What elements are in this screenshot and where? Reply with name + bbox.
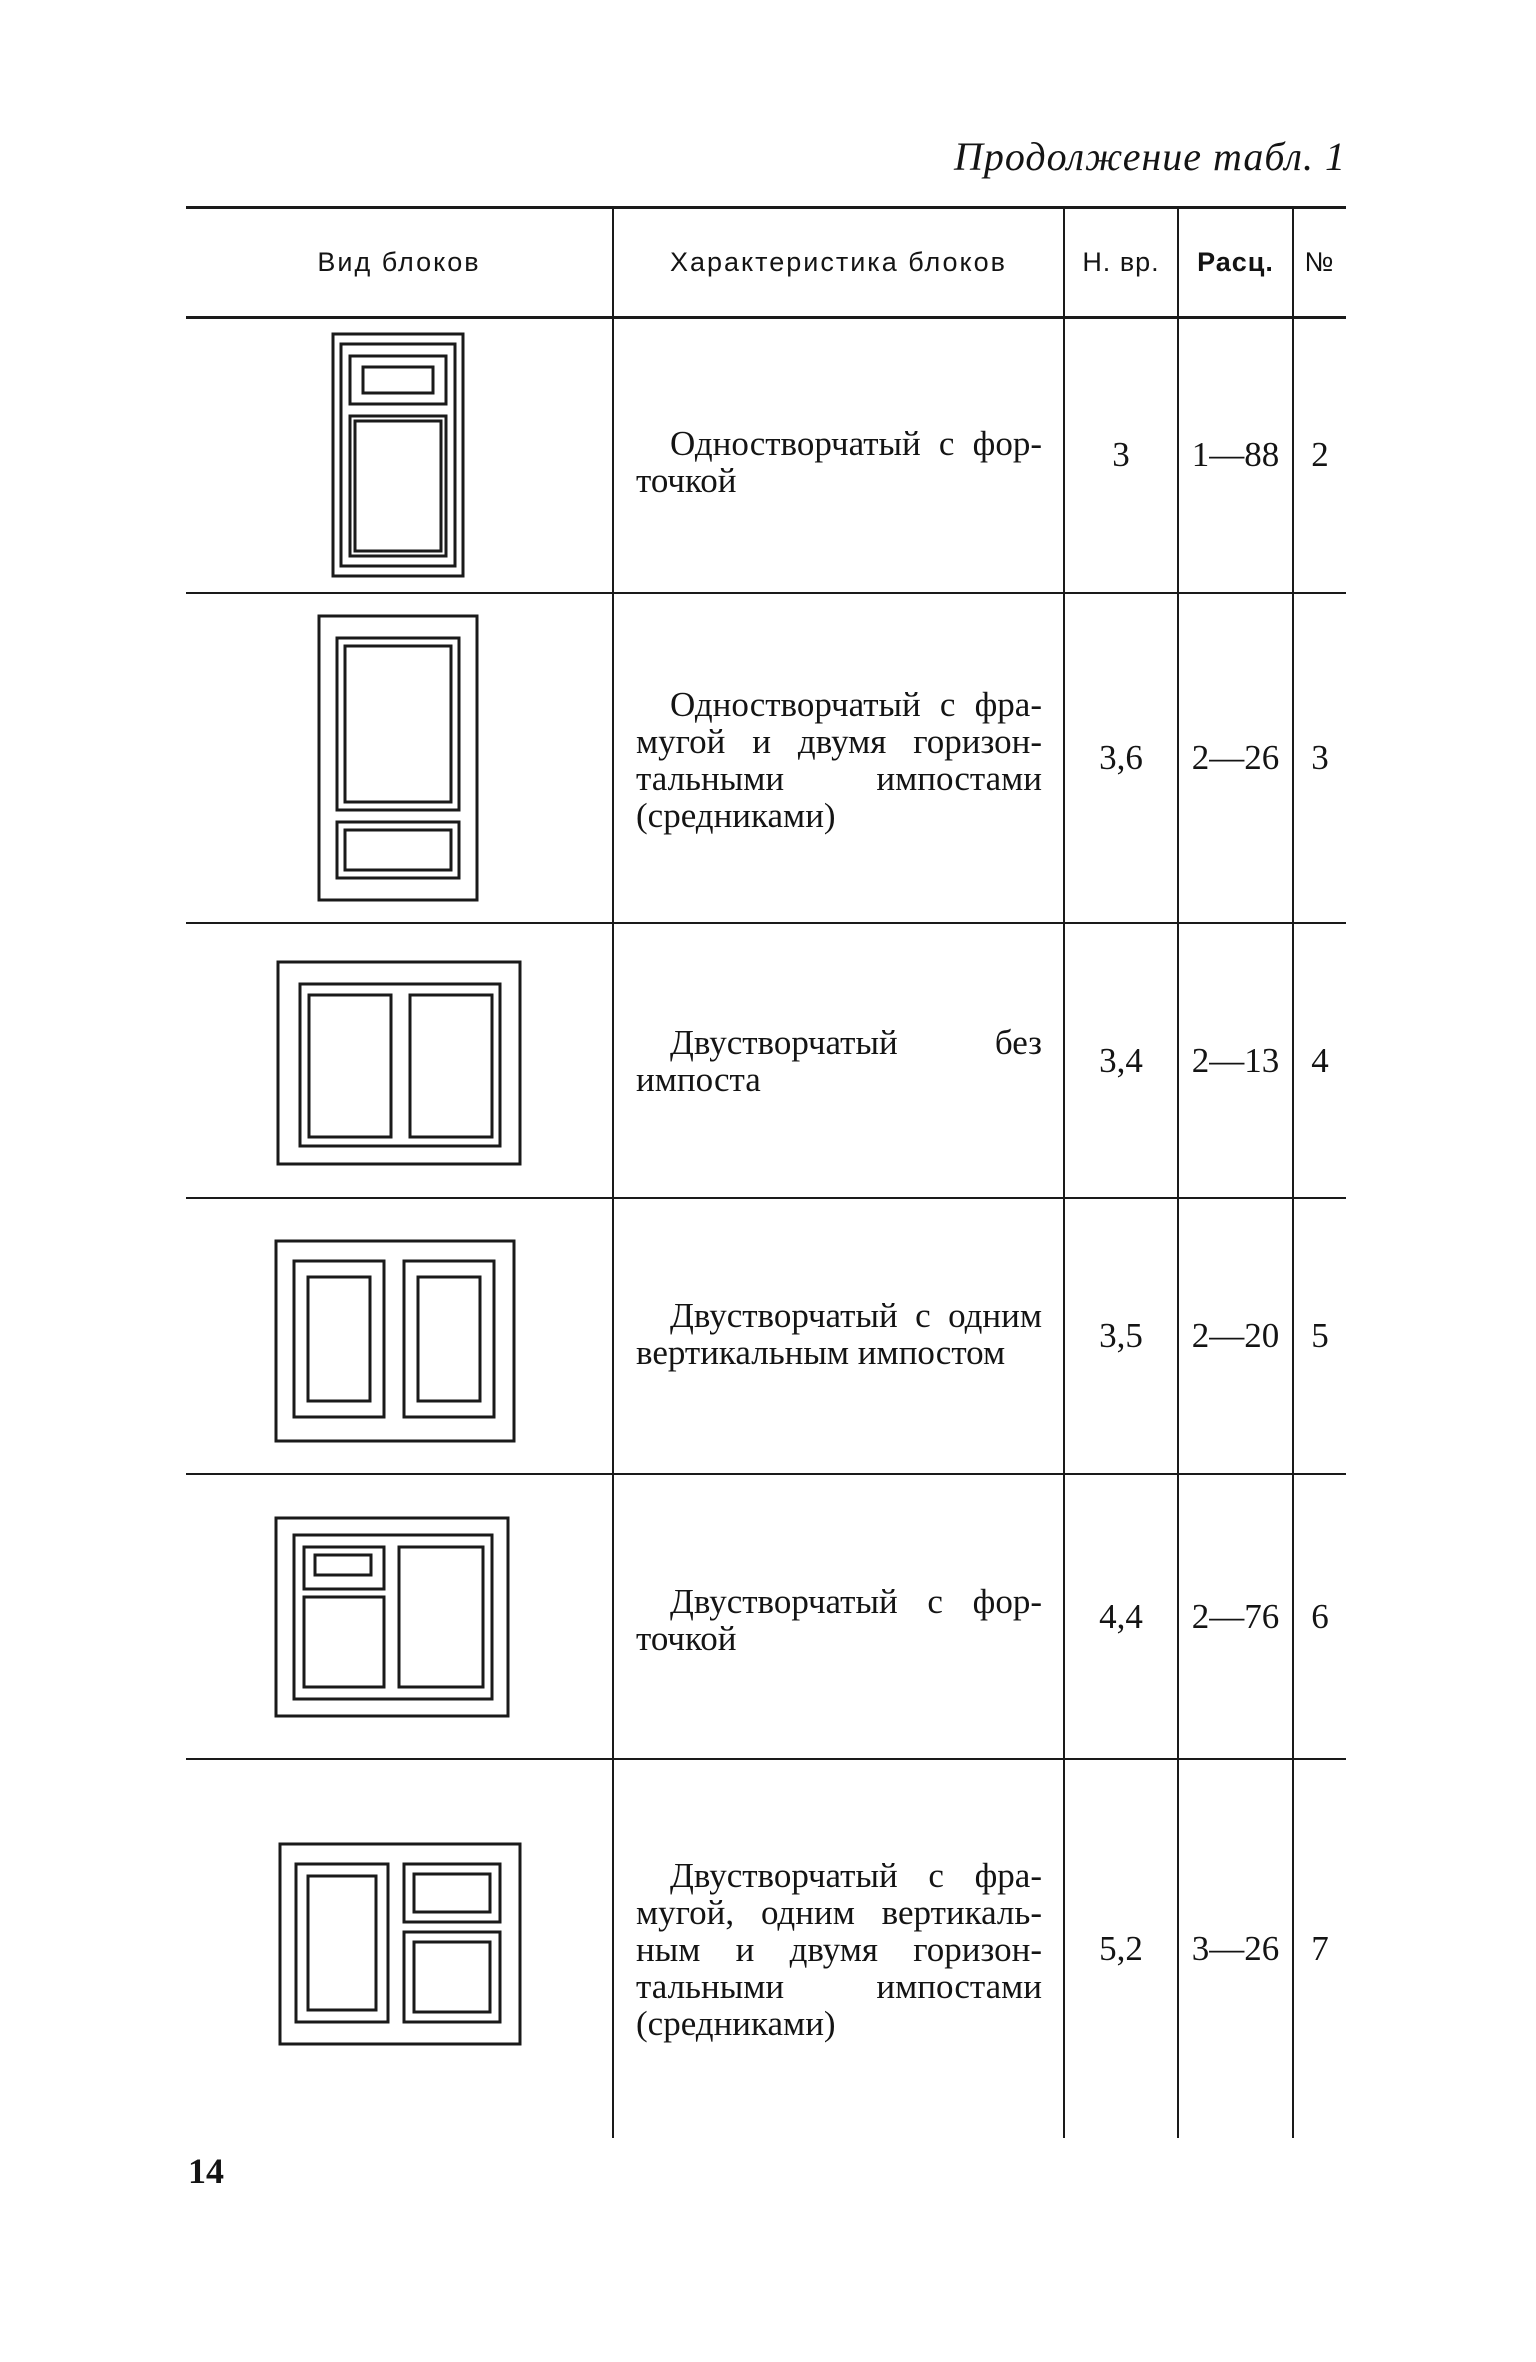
row-rate: 3—26 <box>1191 1929 1280 1968</box>
row-rate: 2—13 <box>1191 1040 1280 1080</box>
single-sash-window-with-transom-icon <box>186 594 610 922</box>
double-sash-window-with-vent-icon <box>186 1475 610 1758</box>
row-divider <box>186 1197 1346 1199</box>
row-number: 7 <box>1311 1929 1329 1968</box>
table-row: Одностворчатый с фор-точкой 3 1—88 2 <box>0 318 1536 592</box>
page-number: 14 <box>188 2151 224 2191</box>
row-divider <box>186 592 1346 594</box>
row-divider <box>186 1473 1346 1475</box>
table-row: Одностворчатый с фра-мугой и двумя гориз… <box>0 594 1536 922</box>
header-rate: Расц. <box>1197 246 1274 277</box>
single-sash-window-with-vent-icon <box>186 318 610 592</box>
row-number: 5 <box>1311 1316 1329 1355</box>
table-row: Двустворчатый с фра-мугой, одним вертика… <box>0 1760 1536 2138</box>
double-sash-window-no-mullion-icon <box>186 924 610 1197</box>
row-number: 3 <box>1311 738 1329 777</box>
header-number: № <box>1304 246 1336 277</box>
row-number: 2 <box>1311 435 1329 474</box>
double-sash-window-vertical-mullion-icon <box>186 1199 610 1473</box>
table-row: Двустворчатый с фор-точкой 4,4 2—76 6 <box>0 1475 1536 1758</box>
row-rate: 2—76 <box>1191 1596 1280 1636</box>
header-characteristic: Характеристика блоков <box>669 246 1008 277</box>
column-divider <box>1292 208 1294 2138</box>
row-norm: 3,5 <box>1099 1316 1143 1355</box>
row-norm: 3,4 <box>1099 1040 1143 1080</box>
row-rate: 2—26 <box>1191 738 1280 777</box>
row-norm: 4,4 <box>1099 1596 1143 1636</box>
header-view: Вид блоков <box>317 246 481 277</box>
row-number: 4 <box>1311 1040 1329 1080</box>
row-description: Двустворчатый с одним вертикальным импос… <box>636 1296 1042 1372</box>
row-rate: 2—20 <box>1191 1316 1280 1355</box>
row-description: Одностворчатый с фор-точкой <box>636 424 1042 500</box>
double-sash-window-with-transom-icon <box>186 1760 610 2138</box>
row-norm: 3 <box>1112 435 1130 474</box>
column-divider <box>1063 208 1065 2138</box>
row-description: Двустворчатый без импоста <box>636 1023 1042 1099</box>
row-description: Двустворчатый с фор-точкой <box>636 1582 1042 1658</box>
row-norm: 5,2 <box>1099 1929 1143 1968</box>
header-norm: Н. вр. <box>1082 246 1160 277</box>
table-top-rule <box>186 206 1346 209</box>
row-description: Двустворчатый с фра-мугой, одним вертика… <box>636 1856 1042 2043</box>
row-divider <box>186 922 1346 924</box>
column-divider <box>612 208 614 2138</box>
row-norm: 3,6 <box>1099 738 1143 777</box>
row-rate: 1—88 <box>1191 435 1280 474</box>
header-bottom-rule <box>186 316 1346 319</box>
row-divider <box>186 1758 1346 1760</box>
table-continuation-caption: Продолжение табл. 1 <box>953 134 1346 179</box>
table-row: Двустворчатый без импоста 3,4 2—13 4 <box>0 924 1536 1197</box>
row-number: 6 <box>1311 1596 1329 1636</box>
column-divider <box>1177 208 1179 2138</box>
row-description: Одностворчатый с фра-мугой и двумя гориз… <box>636 685 1042 835</box>
table-row: Двустворчатый с одним вертикальным импос… <box>0 1199 1536 1473</box>
